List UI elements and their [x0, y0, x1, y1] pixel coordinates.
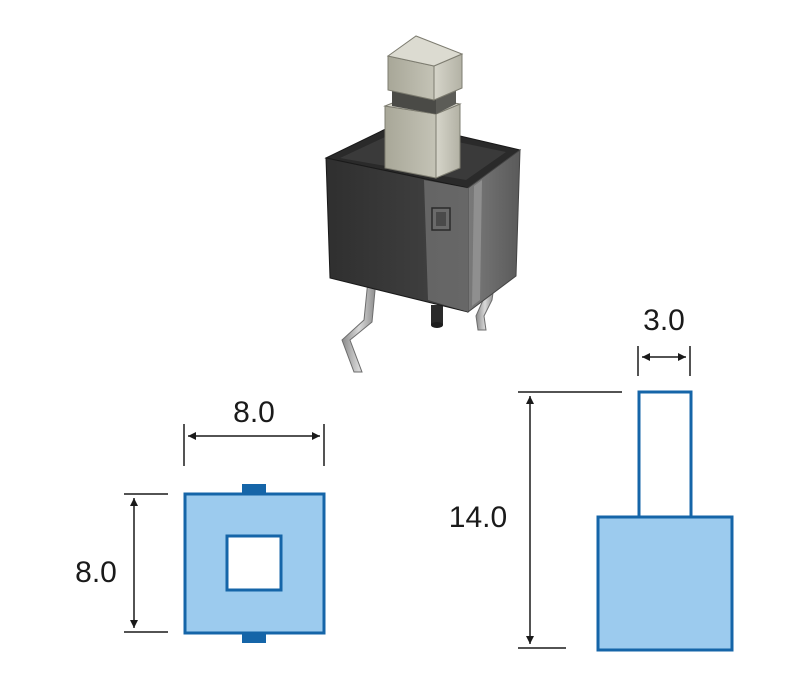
switch-pin-left	[341, 279, 377, 373]
total-height-label: 14.0	[449, 501, 507, 534]
side-view-drawing: 3.0 14.0	[449, 304, 734, 652]
total-height-dimension: 14.0	[449, 391, 622, 649]
top-width-dimension: 8.0	[183, 396, 325, 466]
stem-width-dimension: 3.0	[637, 304, 691, 376]
top-view-plunger-opening	[225, 534, 283, 592]
switch-plunger-stem-front	[384, 105, 437, 179]
stem-width-label: 3.0	[643, 304, 685, 337]
side-view-body	[596, 515, 734, 652]
top-view-tab-top	[242, 484, 266, 494]
switch-latch-window	[431, 207, 451, 231]
top-width-label: 8.0	[233, 396, 275, 429]
top-height-label: 8.0	[75, 556, 117, 589]
top-view-tab-bottom	[242, 633, 266, 643]
top-height-dimension: 8.0	[75, 493, 168, 633]
switch-center-post	[431, 305, 443, 328]
push-switch-illustration	[324, 35, 522, 373]
side-view-stem	[637, 390, 693, 519]
top-view-drawing: 8.0 8.0	[75, 396, 326, 643]
